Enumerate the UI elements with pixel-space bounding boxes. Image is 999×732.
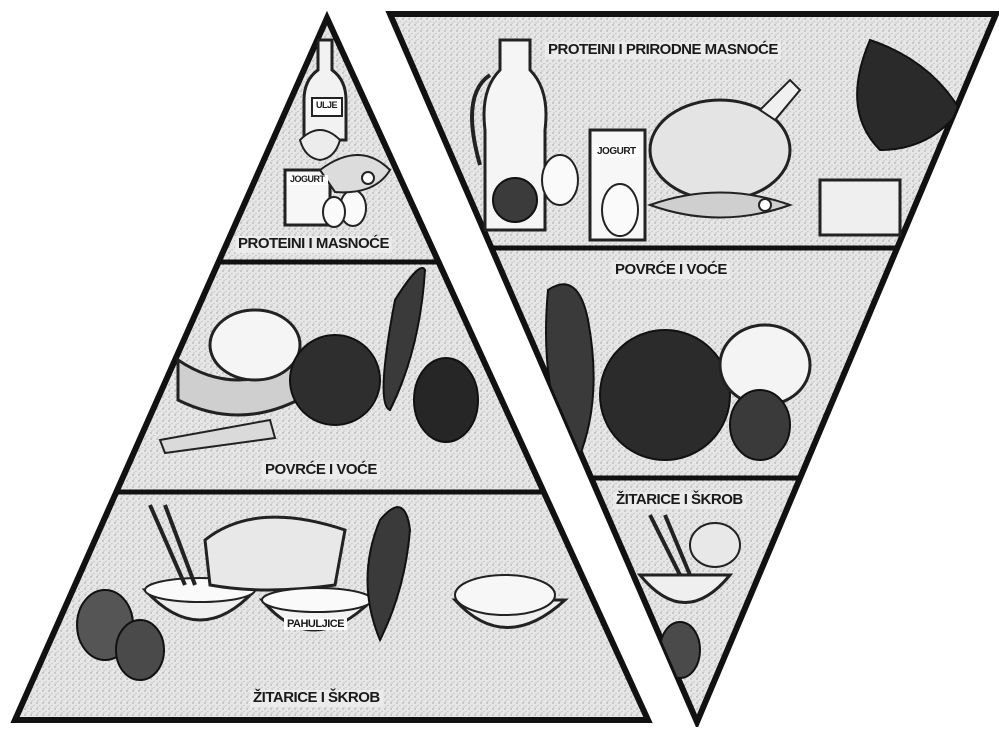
- upright-tier-label-bottom: ŽITARICE I ŠKROB: [250, 690, 383, 707]
- cauliflower: [210, 310, 300, 380]
- egg: [542, 155, 578, 205]
- egg: [323, 197, 345, 227]
- olives: [493, 178, 537, 222]
- potato: [660, 622, 700, 678]
- cereal-bowl-rim: [262, 588, 372, 612]
- upright-tier-label-top: PROTEINI I MASNOĆE: [235, 236, 392, 253]
- inverted-tier-label-bottom: ŽITARICE I ŠKROB: [613, 492, 746, 509]
- pasta: [455, 575, 555, 615]
- potato: [116, 620, 164, 680]
- fish-eye: [759, 199, 771, 211]
- broccoli: [730, 390, 790, 460]
- inverted-tier-label-top: PROTEINI I PRIRODNE MASNOĆE: [545, 42, 781, 59]
- upright-bowl-label: PAHULJICE: [284, 618, 347, 630]
- broccoli: [290, 335, 380, 425]
- fish-eye: [362, 172, 374, 184]
- bread-loaf: [205, 517, 345, 590]
- bread: [690, 523, 740, 567]
- upright-tier-label-middle: POVRĆE I VOĆE: [262, 462, 380, 479]
- upright-jar-label: JOGURT: [287, 175, 328, 185]
- cabbage: [600, 330, 730, 460]
- egg: [602, 184, 638, 236]
- apple: [414, 358, 478, 442]
- inverted-tier-label-middle: POVRĆE I VOĆE: [612, 262, 730, 279]
- inverted-jar-label: JOGURT: [594, 146, 639, 157]
- cheese-block: [820, 180, 900, 235]
- upright-bottle-label: ULJE: [313, 101, 340, 111]
